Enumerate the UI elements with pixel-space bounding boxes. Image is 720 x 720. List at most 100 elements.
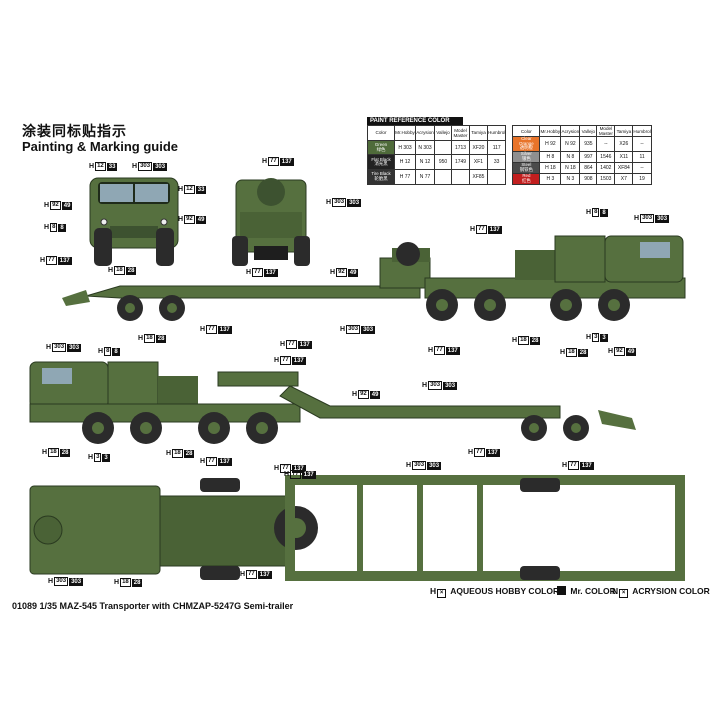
callout-prefix: H bbox=[89, 163, 95, 170]
callout-mr-color-number: 137 bbox=[217, 457, 232, 466]
callout-prefix: H bbox=[326, 199, 332, 206]
callout-mr-color-number: 28 bbox=[155, 334, 167, 343]
callout-aqueous-number: 18 bbox=[518, 336, 529, 345]
callout-prefix: H bbox=[46, 344, 52, 351]
legend-aqueous: H× AQUEOUS HOBBY COLOR bbox=[430, 586, 559, 598]
callout-aqueous-number: 303 bbox=[332, 198, 347, 207]
callout-prefix: H bbox=[178, 186, 184, 193]
callout-aqueous-number: 77 bbox=[474, 448, 485, 457]
callout-mr-color-number: 137 bbox=[301, 470, 316, 479]
callout-prefix: H bbox=[422, 382, 428, 389]
callout-aqueous-number: 77 bbox=[206, 457, 217, 466]
rear-view-truck bbox=[232, 178, 310, 266]
callout-prefix: H bbox=[44, 224, 50, 231]
callout-mr-color-number: 303 bbox=[347, 198, 362, 207]
callout-aqueous-number: 77 bbox=[434, 346, 445, 355]
callout-mr-color-number: 28 bbox=[183, 449, 195, 458]
paint-cell-mr-hobby: H 3 bbox=[539, 172, 562, 185]
callout-mr-color-number: 137 bbox=[263, 268, 278, 277]
callout-mr-color-number: 3 bbox=[102, 453, 110, 462]
callout-mr-color-number: 137 bbox=[291, 464, 306, 473]
col-header: Humbrol bbox=[632, 125, 652, 137]
callout-aqueous-number: 303 bbox=[346, 325, 361, 334]
legend-acrysion-prefix: N bbox=[612, 586, 619, 596]
callout-prefix: H bbox=[132, 163, 138, 170]
callout-aqueous-number: 303 bbox=[52, 343, 67, 352]
page-title-cn: 涂装同标贴指示 bbox=[22, 124, 127, 140]
callout-aqueous-number: 303 bbox=[138, 162, 153, 171]
callout-mr-color-number: 303 bbox=[67, 343, 82, 352]
callout-aqueous-number: 77 bbox=[290, 470, 301, 479]
paint-cell-humbrol: -- bbox=[632, 136, 652, 152]
callout-mr-color-number: 49 bbox=[369, 390, 381, 399]
paint-cell-humbrol: 117 bbox=[486, 139, 507, 156]
callout-aqueous-number: 92 bbox=[184, 215, 195, 224]
callout-mr-color-number: 49 bbox=[195, 215, 207, 224]
callout-prefix: H bbox=[200, 326, 206, 333]
callout-prefix: H bbox=[352, 391, 358, 398]
callout-prefix: H bbox=[44, 202, 50, 209]
legend-acrysion-box-icon: × bbox=[619, 589, 629, 598]
callout-aqueous-number: 18 bbox=[566, 348, 577, 357]
callout-mr-color-number: 303 bbox=[69, 577, 84, 586]
callout-prefix: H bbox=[240, 571, 246, 578]
callout-mr-color-number: 137 bbox=[579, 461, 594, 470]
paint-reference-title: PAINT REFERENCE COLOR bbox=[367, 117, 463, 125]
callout-aqueous-number: 303 bbox=[54, 577, 69, 586]
callout-mr-color-number: 28 bbox=[131, 578, 143, 587]
callout-aqueous-number: 12 bbox=[184, 185, 195, 194]
legend-mr-color: Mr. COLOR bbox=[556, 586, 616, 596]
callout-prefix: H bbox=[562, 462, 568, 469]
legend-acrysion-label: ACRYSION COLOR bbox=[632, 586, 710, 596]
callout-prefix: H bbox=[108, 267, 114, 274]
paint-reference-table: PAINT REFERENCE COLOR Color Mr.Hobby Acr… bbox=[367, 117, 697, 185]
legend-mr-color-label: Mr. COLOR bbox=[570, 586, 616, 596]
callout-aqueous-number: 92 bbox=[336, 268, 347, 277]
legend-aqueous-box-icon: × bbox=[437, 589, 447, 598]
legend-mr-color-box-icon bbox=[557, 586, 566, 595]
callout-prefix: H bbox=[330, 269, 336, 276]
callout-prefix: H bbox=[200, 458, 206, 465]
callout-prefix: H bbox=[586, 209, 592, 216]
paint-cell-humbrol: 19 bbox=[632, 172, 652, 185]
callout-mr-color-number: 8 bbox=[58, 223, 66, 232]
callout-aqueous-number: 303 bbox=[640, 214, 655, 223]
callout-prefix: H bbox=[406, 462, 412, 469]
callout-aqueous-number: 18 bbox=[48, 448, 59, 457]
callout-prefix: H bbox=[340, 326, 346, 333]
callout-mr-color-number: 303 bbox=[361, 325, 376, 334]
callout-mr-color-number: 137 bbox=[445, 346, 460, 355]
callout-prefix: H bbox=[114, 579, 120, 586]
callout-aqueous-number: 8 bbox=[104, 347, 112, 356]
front-view-truck bbox=[89, 177, 179, 266]
callout-prefix: H bbox=[586, 334, 592, 341]
callout-prefix: H bbox=[98, 348, 104, 355]
col-header: Vallejo bbox=[579, 125, 598, 137]
callout-mr-color-number: 137 bbox=[291, 356, 306, 365]
callout-aqueous-number: 77 bbox=[268, 157, 279, 166]
footer-title: 01089 1/35 MAZ-545 Transporter with CHMZ… bbox=[12, 601, 294, 611]
callout-aqueous-number: 77 bbox=[280, 356, 291, 365]
page-title: Painting & Marking guide bbox=[22, 139, 179, 154]
callout-prefix: H bbox=[42, 449, 48, 456]
callout-aqueous-number: 77 bbox=[476, 225, 487, 234]
